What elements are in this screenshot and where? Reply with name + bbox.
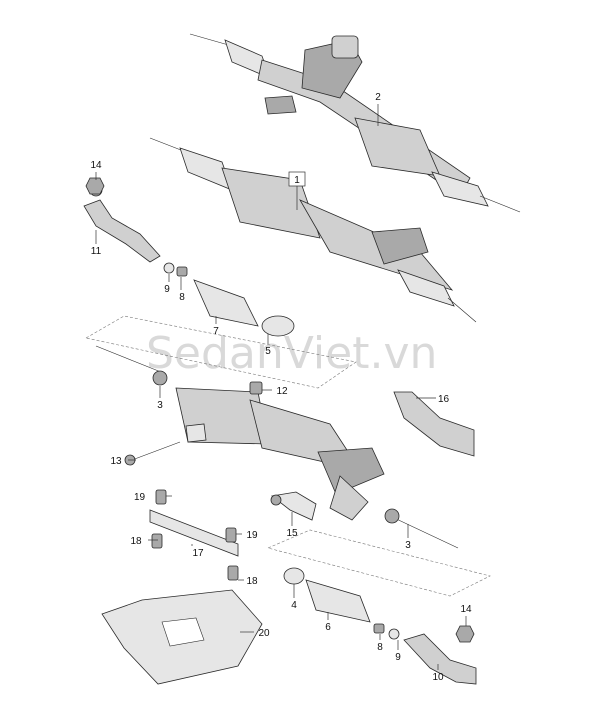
callout-12: 12 xyxy=(276,386,288,397)
washer-9-top xyxy=(163,262,175,274)
callout-9-bottom: 9 xyxy=(395,652,401,663)
callout-10: 10 xyxy=(432,672,444,683)
steering-rack-lower xyxy=(175,387,385,521)
callout-1: 1 xyxy=(294,175,300,186)
bolt-19-left xyxy=(155,489,167,505)
bolt-18-right xyxy=(227,565,239,581)
clamp-5 xyxy=(261,315,295,337)
callout-1-box xyxy=(288,171,306,187)
callout-6: 6 xyxy=(325,622,331,633)
nut-8-top xyxy=(176,266,188,277)
callout-14-top: 14 xyxy=(90,160,102,171)
tie-rod-end-10 xyxy=(403,633,477,685)
bolt-18-left xyxy=(151,533,163,549)
tie-rod-3-bottom xyxy=(389,515,459,549)
callout-8-top: 8 xyxy=(179,292,185,303)
callout-16: 16 xyxy=(438,394,450,405)
callout-8-bottom: 8 xyxy=(377,642,383,653)
callout-15: 15 xyxy=(286,528,298,539)
callout-19-right: 19 xyxy=(246,530,258,541)
callout-13: 13 xyxy=(110,456,122,467)
callout-20: 20 xyxy=(258,628,270,639)
callout-19-left: 19 xyxy=(134,492,146,503)
callout-14-bottom: 14 xyxy=(460,604,472,615)
callout-3-top: 3 xyxy=(157,400,163,411)
bolt-19-right xyxy=(225,527,237,543)
callout-9-top: 9 xyxy=(164,284,170,295)
callout-5: 5 xyxy=(265,346,271,357)
watermark-text: SedanViet.vn xyxy=(146,328,437,379)
callout-2: 2 xyxy=(375,92,381,103)
strap-17 xyxy=(149,509,239,557)
callout-4: 4 xyxy=(291,600,297,611)
callout-11: 11 xyxy=(91,246,102,257)
callout-17: 17 xyxy=(192,548,204,559)
leader-lines xyxy=(95,104,467,670)
callout-3-bottom: 3 xyxy=(405,540,411,551)
nut-14-top xyxy=(85,177,105,195)
shield-16 xyxy=(393,391,475,457)
cap-12 xyxy=(249,381,263,395)
callout-18-left: 18 xyxy=(130,536,142,547)
steering-rack-2 xyxy=(189,33,521,213)
tie-rod-frame-top xyxy=(85,315,357,389)
clamp-4 xyxy=(283,567,305,585)
bolt-13 xyxy=(131,441,181,461)
washer-9-bottom xyxy=(388,628,400,640)
boot-6 xyxy=(305,579,371,623)
callout-18-right: 18 xyxy=(246,576,258,587)
nut-14-bottom xyxy=(455,625,475,643)
boot-7 xyxy=(193,279,259,327)
bracket-15 xyxy=(271,491,317,521)
callout-7: 7 xyxy=(213,326,219,337)
tie-rod-3-top xyxy=(95,345,167,375)
nut-8-bottom xyxy=(373,623,385,634)
tie-rod-frame-bottom xyxy=(267,529,491,597)
